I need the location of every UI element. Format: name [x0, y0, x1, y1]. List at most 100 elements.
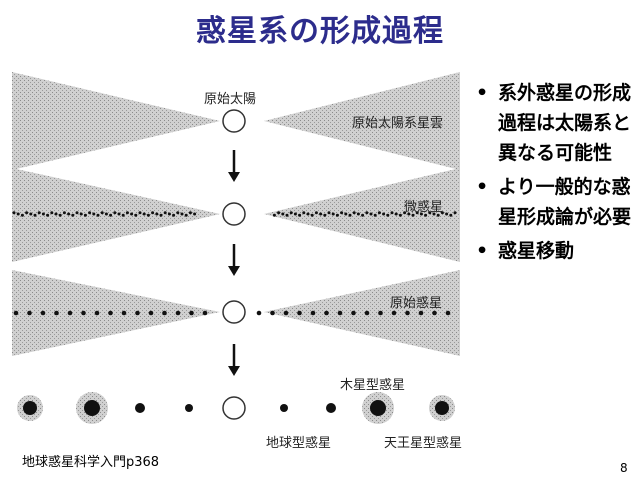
protoplanets-label: 原始惑星: [390, 296, 443, 311]
planetesimal-dot: [20, 213, 24, 217]
planetesimal-left-disk: [12, 168, 220, 262]
planetesimal-dot: [390, 211, 394, 215]
solar-nebula-label: 原始太陽系星雲: [352, 116, 444, 131]
planetesimal-dot: [281, 212, 285, 216]
planetesimal-dot: [344, 212, 348, 216]
bullet-list: • 系外惑星の形成過程は太陽系と異なる可能性 • より一般的な惑星形成論が必要 …: [474, 78, 634, 270]
planetesimal-dot: [16, 212, 20, 216]
planetesimal-dot: [314, 211, 318, 215]
planetesimal-dot: [331, 212, 335, 216]
protoplanet-dot: [432, 310, 437, 316]
protoplanet-dot: [94, 310, 100, 316]
protoplanet-dot: [297, 310, 302, 316]
planetesimal-dot: [50, 211, 54, 215]
planetesimal-dot: [46, 213, 50, 217]
planetesimal-dot: [138, 211, 142, 215]
planetesimal-dot: [424, 213, 428, 217]
protoplanet-dot: [27, 310, 32, 316]
planetesimal-dot: [37, 211, 41, 215]
planetesimal-dot: [403, 211, 407, 215]
planetesimal-dot: [180, 212, 184, 216]
uranian-planets-label: 天王星型惑星: [384, 436, 463, 451]
terrestrial-planets-label: 地球型惑星: [266, 436, 332, 451]
protoplanet-dot: [418, 310, 424, 316]
protoplanet-dot: [148, 310, 154, 316]
protoplanet-dot: [256, 310, 262, 316]
planetesimal-dot: [146, 213, 150, 217]
planetesimal-dot: [428, 211, 432, 215]
planetesimal-dot: [382, 212, 386, 216]
planetesimal-dot: [369, 212, 373, 216]
planetesimal-dot: [172, 213, 176, 217]
sun-circle-stage2: [222, 202, 246, 226]
bullet-text: 惑星移動: [498, 240, 575, 262]
planetesimal-dot: [310, 213, 314, 217]
planetesimal-dot: [386, 213, 390, 217]
planetesimal-dot: [440, 211, 444, 215]
uranian-planet: [435, 401, 449, 415]
protoplanet-left-disk: [12, 270, 220, 356]
planetesimal-dot: [79, 212, 83, 216]
protoplanet-dot: [324, 310, 329, 316]
planetesimal-dot: [348, 213, 352, 217]
bullet-icon: •: [476, 176, 489, 198]
planetesimal-dot: [113, 211, 117, 215]
planetesimal-dot: [25, 211, 29, 215]
planetesimal-dot: [453, 211, 457, 215]
proto-sun-label: 原始太陽: [204, 92, 257, 107]
sun-circle-stage4: [222, 396, 246, 420]
planetesimal-dot: [394, 212, 398, 216]
protoplanet-dot: [121, 310, 127, 316]
planetesimal-dot: [419, 212, 423, 216]
planetesimal-dot: [96, 213, 100, 217]
planetesimal-dot: [142, 212, 146, 216]
planetesimal-dot: [361, 213, 365, 217]
protoplanet-dot: [378, 310, 383, 316]
planetesimal-dot: [356, 212, 360, 216]
planetesimal-dot: [323, 213, 327, 217]
planetesimal-dot: [289, 211, 293, 215]
bullet-text: 系外惑星の形成過程は太陽系と異なる可能性: [498, 82, 632, 164]
planetesimal-dot: [163, 211, 167, 215]
planetesimal-dot: [377, 211, 381, 215]
planetesimal-dot: [62, 211, 66, 215]
planetesimal-dot: [109, 213, 113, 217]
planetesimal-dot: [134, 213, 138, 217]
planetesimal-dot: [319, 212, 323, 216]
planetesimal-dot: [449, 213, 453, 217]
planetesimal-dot: [83, 213, 87, 217]
bullet-item: • 系外惑星の形成過程は太陽系と異なる可能性: [474, 78, 634, 168]
planetesimal-dot: [88, 211, 92, 215]
planetesimal-dot: [33, 213, 37, 217]
stage-protoplanets: [12, 270, 460, 356]
proto-sun-circle: [222, 109, 246, 133]
bullet-icon: •: [476, 82, 489, 104]
bullet-text: より一般的な惑星形成論が必要: [498, 176, 632, 228]
planetesimal-dot: [176, 211, 180, 215]
planetesimal-dot: [92, 212, 96, 216]
planetesimal-dot: [184, 213, 188, 217]
slide-number: 8: [620, 461, 628, 475]
nebula-right-disk: [264, 72, 460, 170]
planetesimal-dot: [335, 213, 339, 217]
sun-circle-stage3: [222, 300, 246, 324]
terrestrial-planet: [185, 404, 193, 412]
bullet-item: • 惑星移動: [474, 236, 634, 266]
planetesimal-dot: [373, 213, 377, 217]
terrestrial-planet: [326, 403, 336, 413]
reference-citation: 地球惑星科学入門p368: [22, 455, 160, 470]
protoplanet-dot: [270, 310, 275, 316]
planetesimal-dot: [188, 211, 192, 215]
stage-planets: [17, 392, 455, 424]
planetesimal-dot: [432, 212, 436, 216]
planetesimal-dot: [302, 211, 306, 215]
planetesimal-dot: [100, 211, 104, 215]
planetesimal-dot: [125, 211, 129, 215]
planetesimal-dot: [277, 211, 281, 215]
protoplanet-dot: [283, 310, 289, 316]
protoplanet-dot: [13, 310, 19, 316]
planetesimal-dot: [58, 213, 62, 217]
planetesimal-dot: [306, 212, 310, 216]
planetesimal-dot: [411, 213, 415, 217]
